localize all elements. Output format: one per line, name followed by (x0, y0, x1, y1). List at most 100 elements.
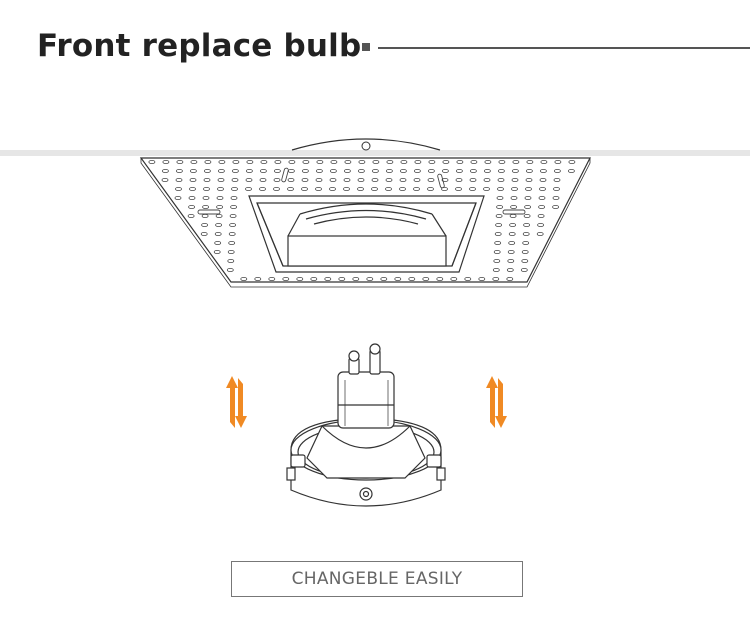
perforation-hole (229, 213, 237, 218)
perforation-hole (492, 267, 500, 272)
perforation-hole (539, 177, 547, 182)
perforation-hole (522, 231, 530, 236)
perforation-hole (522, 240, 530, 245)
perforation-hole (399, 177, 407, 182)
trim-plate (139, 157, 591, 288)
perforation-hole (408, 276, 416, 281)
bulb-assembly (286, 343, 446, 507)
perforation-hole (455, 186, 462, 191)
perforation-hole (203, 168, 211, 173)
perforation-hole (310, 276, 318, 281)
perforation-hole (525, 186, 532, 191)
perforation-hole (215, 213, 223, 218)
perforation-hole (497, 186, 504, 191)
perforation-hole (506, 276, 514, 281)
perforation-hole (520, 267, 528, 272)
perforation-hole (553, 177, 561, 182)
perforation-hole (508, 231, 516, 236)
perforation-hole (274, 159, 282, 164)
perforation-hole (494, 240, 502, 245)
perforation-hole (176, 159, 184, 164)
perforation-hole (226, 267, 234, 272)
perforation-hole (539, 186, 546, 191)
perforation-hole (189, 186, 196, 191)
perforation-hole (316, 159, 324, 164)
perforation-hole (511, 186, 518, 191)
perforation-hole (456, 159, 464, 164)
perforation-hole (526, 159, 534, 164)
perforation-hole (483, 177, 491, 182)
perforation-hole (427, 168, 435, 173)
perforation-hole (483, 168, 491, 173)
perforation-hole (245, 186, 252, 191)
perforation-hole (464, 276, 472, 281)
perforation-hole (175, 186, 182, 191)
perforation-hole (427, 186, 434, 191)
perforation-hole (187, 213, 195, 218)
perforation-hole (540, 168, 547, 173)
perforation-hole (469, 168, 477, 173)
perforation-hole (301, 177, 309, 182)
perforation-hole (227, 249, 235, 254)
perforation-hole (216, 195, 224, 200)
perforation-hole (524, 195, 532, 200)
perforation-hole (301, 186, 308, 191)
arrow-up-down-icon (486, 376, 507, 428)
perforation-hole (422, 276, 430, 281)
perforation-hole (357, 177, 365, 182)
perforation-hole (536, 231, 544, 236)
perforation-hole (231, 168, 239, 173)
perforation-hole (380, 276, 388, 281)
fixture-dome (291, 138, 441, 151)
perforation-hole (511, 177, 519, 182)
title-divider (378, 47, 750, 49)
perforation-hole (273, 168, 281, 173)
perforation-hole (245, 168, 253, 173)
perforation-hole (510, 195, 518, 200)
perforation-hole (508, 240, 516, 245)
perforation-hole (259, 177, 267, 182)
perforation-hole (554, 159, 562, 164)
caption-text: CHANGEBLE EASILY (291, 569, 463, 589)
perforation-hole (507, 258, 515, 263)
perforation-hole (203, 186, 210, 191)
perforation-hole (246, 159, 254, 164)
perforation-hole (371, 168, 379, 173)
perforation-hole (268, 276, 276, 281)
perforation-hole (357, 168, 365, 173)
perforation-hole (202, 204, 210, 209)
perforation-hole (497, 168, 505, 173)
perforation-hole (213, 249, 221, 254)
perforation-hole (273, 186, 280, 191)
perforation-hole (436, 276, 444, 281)
perforation-hole (510, 204, 517, 209)
title-bullet (362, 43, 370, 51)
perforation-hole (229, 222, 237, 227)
perforation-hole (202, 195, 210, 200)
perforation-hole (260, 159, 268, 164)
perforation-hole (538, 204, 545, 209)
plate-perforations (148, 159, 576, 281)
perforation-hole (214, 231, 222, 236)
perforation-hole (512, 168, 519, 173)
holder-screw (359, 487, 373, 501)
perforation-hole (273, 177, 281, 182)
perforation-hole (161, 168, 169, 173)
perforation-hole (386, 159, 394, 164)
perforation-hole (259, 168, 267, 173)
perforation-hole (218, 159, 226, 164)
perforation-hole (493, 249, 501, 254)
perforation-hole (329, 177, 337, 182)
perforation-hole (329, 168, 337, 173)
dome-screw (361, 141, 371, 151)
bulb-base (337, 371, 395, 429)
perforation-hole (189, 177, 197, 182)
perforation-hole (200, 231, 208, 236)
perforation-hole (204, 159, 212, 164)
perforation-hole (495, 213, 503, 218)
perforation-hole (366, 276, 374, 281)
perforation-hole (552, 195, 560, 200)
perforation-hole (231, 186, 238, 191)
page-title: Front replace bulb (37, 28, 362, 64)
perforation-hole (214, 240, 222, 245)
